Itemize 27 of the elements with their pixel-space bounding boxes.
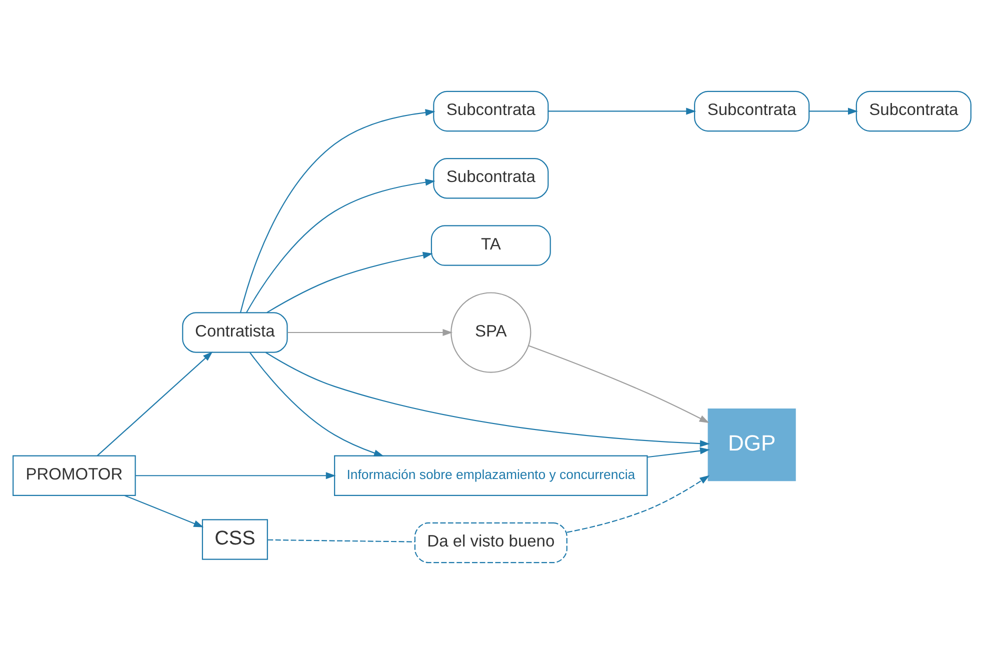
node-box: Subcontrata: [433, 158, 549, 199]
node-box: Subcontrata: [856, 90, 972, 132]
arrow: [566, 475, 710, 533]
arrow: [266, 252, 433, 314]
arrow: [548, 108, 696, 115]
arrow: [136, 472, 336, 480]
node-box: Subcontrata: [694, 90, 810, 132]
arrow: [96, 352, 213, 456]
arrow: [240, 109, 436, 313]
node-box: Da el visto bueno: [414, 522, 568, 564]
arrow: [266, 352, 710, 448]
arrow: [647, 447, 710, 458]
node-box: CSS: [202, 519, 268, 560]
arrow: [287, 329, 453, 336]
node-box: TA: [430, 225, 551, 266]
arrow: [809, 108, 858, 115]
node-box: Información sobre emplazamiento y concurrencia: [334, 455, 648, 496]
node-box: Subcontrata: [433, 90, 549, 132]
arrow: [246, 178, 436, 313]
arrow: [528, 345, 710, 423]
node-box: DGP: [708, 408, 796, 482]
arrow: [250, 352, 384, 456]
node-box: Contratista: [182, 312, 288, 353]
connector: [268, 539, 415, 542]
node-circle: SPA: [450, 292, 532, 373]
arrow: [124, 494, 204, 528]
node-box: PROMOTOR: [12, 455, 136, 496]
